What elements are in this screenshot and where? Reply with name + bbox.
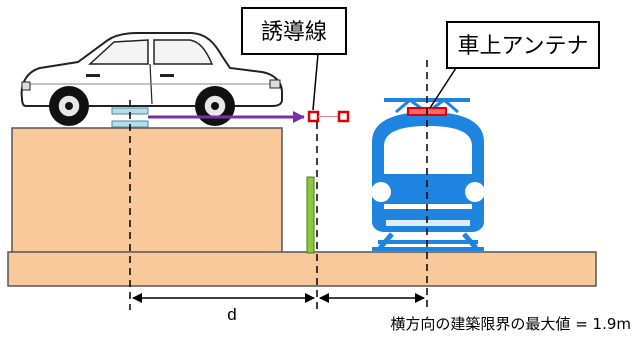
green-pole: [306, 176, 315, 254]
guide-wire-square-left: [307, 110, 320, 123]
onboard-antenna-callout: 車上アンテナ: [429, 21, 600, 109]
guide-wire-callout: 誘導線: [241, 7, 347, 111]
car-illustration: [20, 32, 283, 126]
raised-platform: [11, 127, 283, 254]
ground-strip: [7, 251, 597, 287]
dimension-d-label: d: [227, 305, 236, 324]
guide-wire-square-right: [337, 110, 350, 123]
train-icon: [371, 98, 485, 251]
onboard-antenna-label: 車上アンテナ: [457, 34, 588, 59]
clearance-caption: 横方向の建築限界の最大値 = 1.9m: [390, 315, 631, 333]
guide-wire-label: 誘導線: [261, 20, 327, 45]
